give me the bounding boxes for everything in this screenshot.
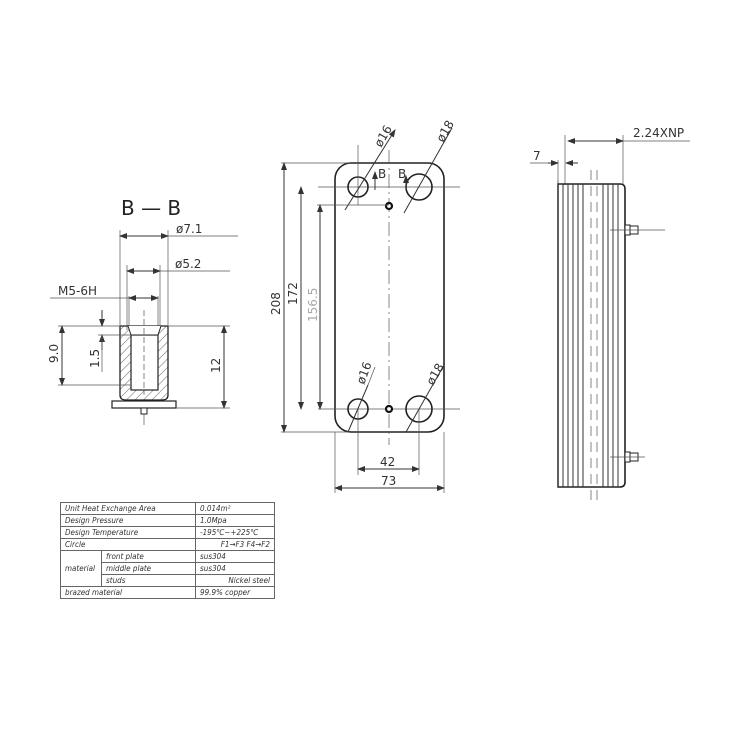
table-row: middle plate sus304 <box>61 562 275 575</box>
side-view: 2.24XNP 7 <box>530 126 690 500</box>
spec-value: -195℃~+225℃ <box>195 526 275 539</box>
spec-value: 99.9% copper <box>195 586 275 599</box>
spec-table: Unit Heat Exchange Area 0.014m² Design P… <box>60 502 275 599</box>
dim-port-bottom-left: ø16 <box>354 360 375 386</box>
spec-value: 0.014m² <box>195 502 275 515</box>
table-row: Circle F1→F3 F4→F2 <box>60 538 275 551</box>
dim-overall-height: 208 <box>269 292 283 315</box>
dim-inner-distance: 156.5 <box>306 288 320 322</box>
spec-value: 1.0Mpa <box>195 514 275 527</box>
dim-port-top-right: ø18 <box>433 118 456 145</box>
table-row: Design Temperature -195℃~+225℃ <box>60 526 275 539</box>
dim-depth: 9.0 <box>47 344 61 363</box>
section-marker-left: B <box>378 167 386 181</box>
table-row: brazed material 99.9% copper <box>60 586 275 599</box>
dim-pack-length: 2.24XNP <box>633 126 684 140</box>
dim-port-horizontal-distance: 42 <box>380 455 395 469</box>
table-row: Unit Heat Exchange Area 0.014m² <box>60 502 275 515</box>
material-label: material <box>60 550 102 587</box>
spec-label: Design Pressure <box>60 514 196 527</box>
spec-value: Nickel steel <box>195 574 275 587</box>
table-row: studs Nickel steel <box>61 574 275 587</box>
dim-height: 12 <box>209 358 223 373</box>
spec-label: middle plate <box>101 562 196 575</box>
spec-value: sus304 <box>195 562 275 575</box>
section-title: B — B <box>121 196 181 220</box>
section-marker-right: B <box>398 167 406 181</box>
dim-outer-diameter: ø7.1 <box>176 222 202 236</box>
spec-value: F1→F3 F4→F2 <box>195 538 275 551</box>
spec-label: Circle <box>60 538 196 551</box>
section-view-bb: B — B ø7.1 ø5.2 M5-6H 9.0 <box>47 196 238 425</box>
spec-label: studs <box>101 574 196 587</box>
plate-outline <box>334 162 445 433</box>
spec-label: front plate <box>101 550 196 563</box>
stud-top <box>384 201 394 211</box>
spec-label: Design Temperature <box>60 526 196 539</box>
dim-inner-diameter: ø5.2 <box>175 257 201 271</box>
dim-chamfer: 1.5 <box>88 349 102 368</box>
stud-bottom <box>384 404 394 414</box>
dim-thread: M5-6H <box>58 284 97 298</box>
spec-label: Unit Heat Exchange Area <box>60 502 196 515</box>
dim-port-center-distance: 172 <box>286 282 300 305</box>
spec-label: brazed material <box>60 586 196 599</box>
dim-overall-width: 73 <box>381 474 396 488</box>
dim-plate-thickness: 7 <box>533 149 541 163</box>
spec-value: sus304 <box>195 550 275 563</box>
table-row: Design Pressure 1.0Mpa <box>60 514 275 527</box>
table-row: material front plate sus304 <box>60 550 275 587</box>
front-view: ø16 ø18 B B ø16 ø18 208 172 156.5 42 73 <box>269 118 460 493</box>
